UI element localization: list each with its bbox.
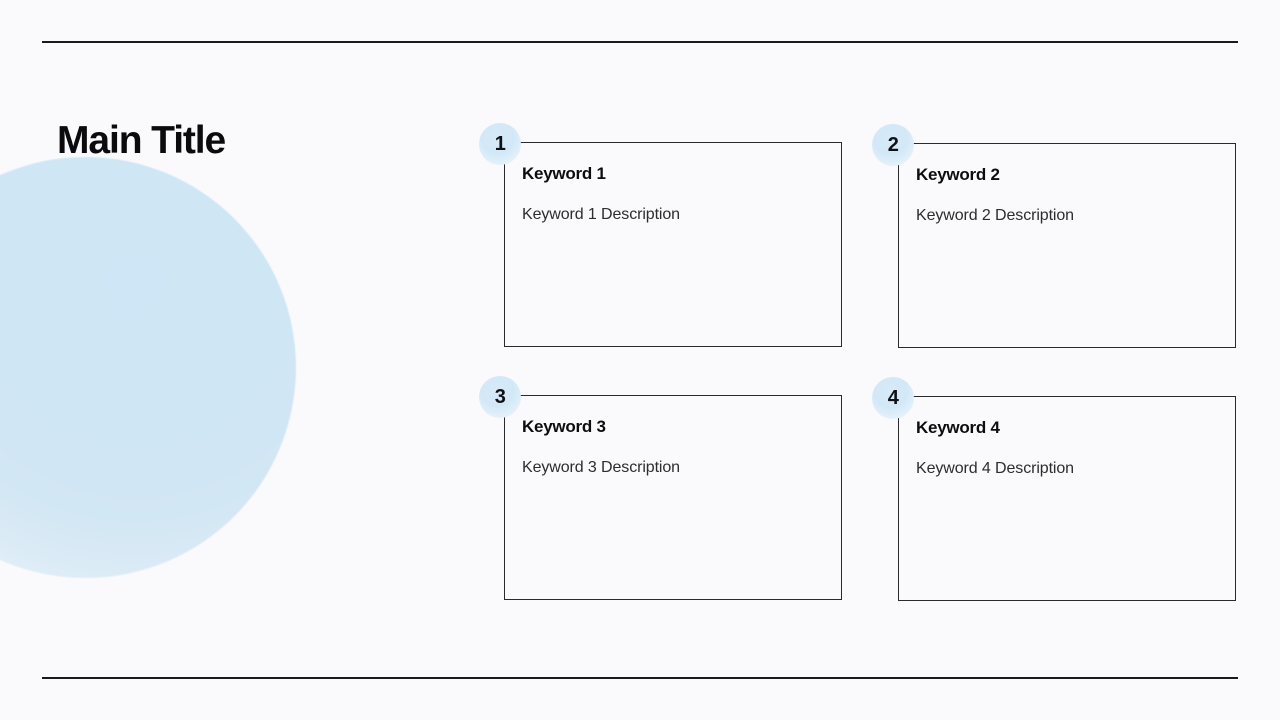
blue-gradient-circle-decoration [0,157,296,578]
card-keyword-title-3: Keyword 3 [522,417,606,436]
card-number-badge-2: 2 [872,124,914,166]
card-number-label-4: 4 [887,387,899,409]
card-number-label-1: 1 [494,133,506,155]
page-title: Main Title [57,119,226,162]
card-number-badge-1: 1 [479,123,521,165]
keyword-card-1[interactable]: Keyword 1 Keyword 1 Description [504,142,842,347]
card-content-2: Keyword 2 Keyword 2 Description [916,164,1221,227]
card-keyword-title-1: Keyword 1 [522,164,606,183]
keyword-card-3[interactable]: Keyword 3 Keyword 3 Description [504,395,842,600]
card-number-label-3: 3 [494,386,506,408]
card-number-badge-4: 4 [872,377,914,419]
keyword-card-2[interactable]: Keyword 2 Keyword 2 Description [898,143,1236,348]
card-keyword-description-2: Keyword 2 Description [916,207,1074,225]
card-content-3: Keyword 3 Keyword 3 Description [522,416,827,479]
card-keyword-description-3: Keyword 3 Description [522,459,680,477]
card-content-1: Keyword 1 Keyword 1 Description [522,163,827,226]
card-keyword-description-4: Keyword 4 Description [916,460,1074,478]
top-divider-rule [42,41,1238,43]
bottom-divider-rule [42,677,1238,679]
card-keyword-title-2: Keyword 2 [916,165,1000,184]
card-content-4: Keyword 4 Keyword 4 Description [916,417,1221,480]
card-number-badge-3: 3 [479,376,521,418]
card-keyword-title-4: Keyword 4 [916,418,1000,437]
keyword-card-4[interactable]: Keyword 4 Keyword 4 Description [898,396,1236,601]
card-keyword-description-1: Keyword 1 Description [522,206,680,224]
card-number-label-2: 2 [887,134,899,156]
